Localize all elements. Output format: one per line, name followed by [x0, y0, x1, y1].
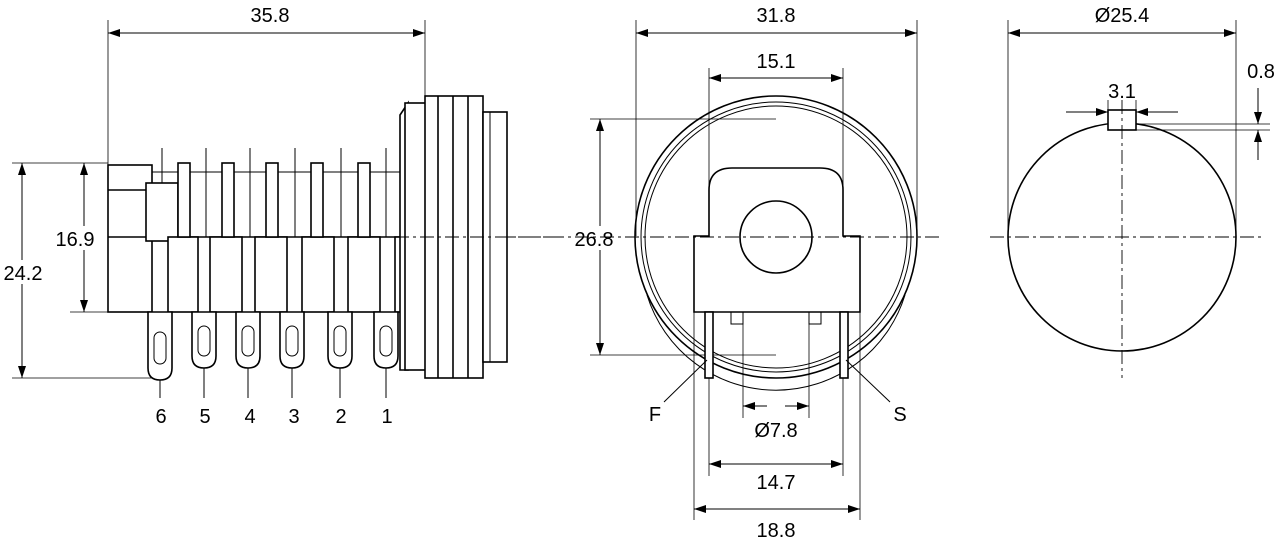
dim-hole-diameter: Ø7.8 — [754, 420, 797, 442]
pin-label-3: 3 — [288, 406, 299, 428]
dim-pin-spacing: 14.7 — [757, 472, 796, 494]
dim-back-diameter: Ø25.4 — [1095, 5, 1149, 27]
pin-label-6: 6 — [155, 406, 166, 428]
back-view: Ø25.4 3.1 0.8 — [990, 5, 1275, 378]
dim-height-inner: 16.9 — [56, 229, 95, 251]
side-view: 35.8 16.9 24.2 — [0, 5, 560, 428]
front-view: 31.8 15.1 26.8 Ø7.8 — [500, 5, 940, 542]
dim-inner-width: 15.1 — [757, 51, 796, 73]
pin-label-5: 5 — [199, 406, 210, 428]
dim-height-overall: 24.2 — [4, 263, 43, 285]
dim-overall-length: 35.8 — [251, 5, 290, 27]
dim-notch-depth: 0.8 — [1247, 61, 1275, 83]
dim-front-width: 31.8 — [757, 5, 796, 27]
label-f: F — [649, 404, 661, 426]
pin-label-4: 4 — [244, 406, 255, 428]
dim-body-width: 18.8 — [757, 520, 796, 542]
pin-label-2: 2 — [335, 406, 346, 428]
label-s: S — [893, 404, 906, 426]
pin-label-1: 1 — [381, 406, 392, 428]
dim-notch-width: 3.1 — [1108, 81, 1136, 103]
dim-front-height: 26.8 — [575, 229, 614, 251]
solder-lugs — [147, 311, 399, 381]
